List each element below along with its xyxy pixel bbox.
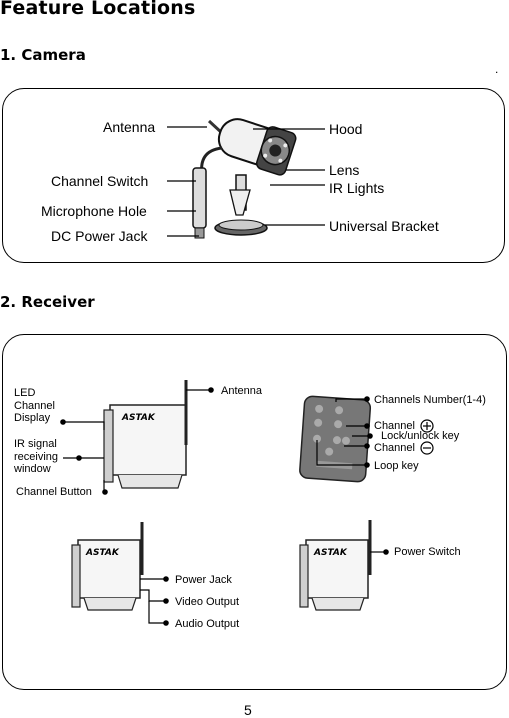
led-line-1: LED	[14, 387, 36, 399]
remote-control	[299, 395, 372, 483]
label-channel-plus: Channel	[374, 420, 415, 432]
camera-label-channel-switch: Channel Switch	[51, 173, 149, 189]
led-line-3: Display	[14, 412, 51, 425]
ir-line-2: receiving	[14, 450, 59, 463]
right-receiver-brand: ASTAK	[313, 548, 348, 558]
camera-label-antenna: Antenna	[103, 119, 156, 135]
camera-illustration	[167, 118, 325, 239]
label-channel-button: Channel Button	[16, 486, 92, 498]
label-receiver-antenna: Antenna	[221, 385, 262, 397]
ir-line-3: window	[14, 463, 51, 476]
led-line-2: Channel	[14, 399, 55, 412]
page-number: 5	[244, 702, 252, 718]
page-title: Feature Locations	[0, 0, 196, 19]
label-lock-unlock-key: Lock/unlock key	[381, 430, 460, 442]
receiver-right: ASTAK	[299, 520, 372, 611]
ir-line-1: IR signal	[14, 438, 57, 450]
stray-mark: .	[495, 62, 499, 76]
receiver-left: ASTAK	[71, 522, 144, 611]
receiver-heading: 2. Receiver	[0, 293, 95, 311]
label-audio-output: Audio Output	[175, 618, 240, 630]
camera-label-lens: Lens	[329, 162, 360, 178]
label-ir-signal-window: IR signal receiving window	[14, 438, 58, 476]
label-loop-key: Loop key	[374, 460, 419, 472]
label-power-jack: Power Jack	[175, 574, 232, 586]
minus-circle-icon	[420, 441, 434, 455]
label-channel-minus: Channel	[374, 442, 415, 454]
label-video-output: Video Output	[175, 596, 240, 608]
label-power-switch: Power Switch	[394, 546, 461, 558]
label-channels-number: Channels Number(1-4)	[374, 394, 486, 406]
camera-label-dc-power-jack: DC Power Jack	[51, 228, 148, 244]
camera-panel	[2, 88, 505, 263]
main-receiver: ASTAK	[103, 380, 188, 489]
camera-label-microphone-hole: Microphone Hole	[41, 203, 147, 219]
camera-label-hood: Hood	[329, 121, 363, 137]
label-led-channel-display: LED Channel Display	[14, 387, 55, 425]
plus-circle-icon	[420, 419, 434, 433]
receiver-panel	[2, 334, 507, 690]
camera-label-universal-bracket: Universal Bracket	[329, 218, 439, 234]
camera-heading: 1. Camera	[0, 46, 86, 64]
camera-label-ir-lights: IR Lights	[329, 180, 385, 196]
main-receiver-brand: ASTAK	[121, 413, 156, 423]
left-receiver-brand: ASTAK	[85, 548, 120, 558]
